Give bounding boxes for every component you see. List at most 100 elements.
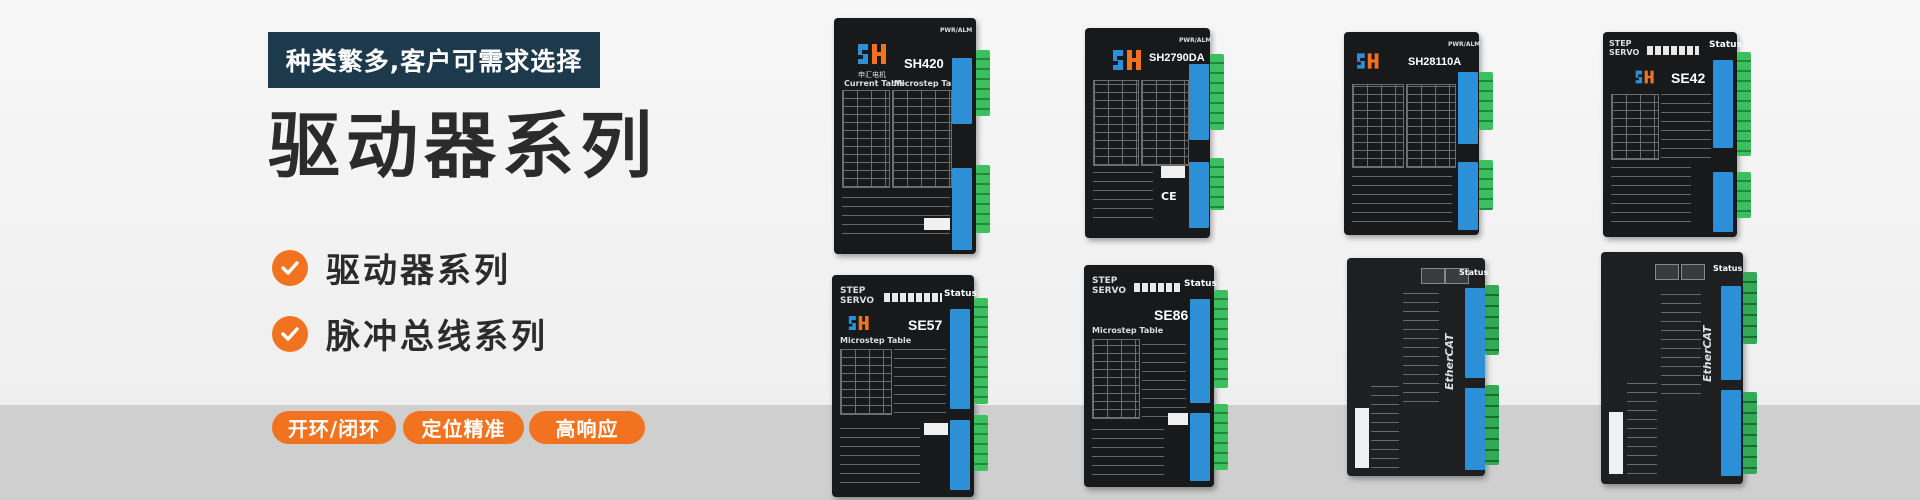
current-table-title: Current Table	[844, 79, 905, 88]
pin-labels	[1190, 299, 1210, 403]
model-name: SE86	[1154, 307, 1189, 323]
feature-pill-high-response: 高响应	[529, 411, 645, 444]
spec-text	[1661, 94, 1711, 158]
feature-pill-precise-positioning: 定位精准	[403, 411, 524, 444]
brand-logo-icon	[1635, 70, 1654, 84]
pin-labels	[1721, 286, 1741, 380]
check-icon	[272, 249, 308, 286]
info-badge	[924, 423, 948, 435]
model-name: SE57	[908, 317, 943, 333]
status-label: Status	[944, 289, 977, 299]
feature-pill-open-closed-loop: 开环/闭环	[272, 411, 396, 444]
step-servo-label: STEP SERVO	[1092, 276, 1127, 296]
spec-text	[1092, 427, 1164, 475]
dip-switch	[1134, 283, 1180, 292]
pwr-label: PWR/ALM	[1448, 41, 1481, 48]
current-table	[842, 90, 890, 188]
spec-text	[1611, 166, 1691, 222]
pin-labels	[1713, 172, 1733, 232]
ce-icon: CE	[1161, 190, 1177, 203]
status-label: Status	[1713, 264, 1743, 273]
feature-item-driver-series: 驱动器系列	[272, 243, 511, 292]
ethernet-port-icon	[1445, 268, 1469, 284]
pin-labels	[952, 58, 972, 124]
pin-labels	[1465, 388, 1485, 470]
product-se57: STEP SERVO Status SE57 Microstep Table	[832, 275, 977, 497]
feature-label: 脉冲总线系列	[326, 317, 548, 357]
dip-switch	[884, 293, 942, 302]
status-label: Status	[1184, 279, 1217, 289]
category-tag: 种类繁多,客户可需求选择	[268, 32, 600, 88]
pwr-label: PWR/ALM	[1179, 37, 1212, 44]
spec-text	[1661, 290, 1701, 394]
spec-text	[1352, 172, 1452, 222]
ethernet-port-icon	[1421, 268, 1445, 284]
current-table	[1352, 84, 1404, 168]
model-name: SH420	[904, 56, 944, 71]
power-terminal	[976, 165, 990, 233]
info-badge	[1355, 408, 1369, 468]
spec-text	[1371, 378, 1399, 468]
pin-labels	[1465, 288, 1485, 378]
power-terminal	[1479, 160, 1493, 210]
pin-labels	[1190, 413, 1210, 481]
pin-labels	[1713, 60, 1733, 148]
signal-terminal	[974, 298, 988, 404]
pin-labels	[950, 420, 970, 490]
model-name: EtherCAT	[1701, 325, 1714, 382]
signal-terminal	[1214, 290, 1228, 388]
pin-labels	[1189, 64, 1209, 140]
pin-labels	[950, 309, 970, 409]
brand-name: 申汇电机	[858, 71, 886, 79]
signal-terminal	[1479, 72, 1493, 130]
power-terminal	[1743, 392, 1757, 474]
ethernet-port-icon	[1655, 264, 1679, 280]
status-label: Status	[1709, 40, 1742, 50]
microstep-table	[1092, 339, 1140, 419]
microstep-table	[892, 90, 952, 188]
power-terminal	[1214, 404, 1228, 470]
power-terminal	[1210, 158, 1224, 210]
product-sh28110a: SH28110A PWR/ALM	[1344, 32, 1481, 235]
microstep-table	[1406, 84, 1456, 168]
microstep-table	[840, 349, 892, 415]
signal-terminal	[976, 50, 990, 116]
spec-text	[1093, 170, 1153, 218]
signal-terminal	[1743, 272, 1757, 344]
status-label: Status	[1459, 268, 1489, 277]
product-ethercat-2: Status EtherCAT	[1601, 252, 1743, 484]
check-icon	[272, 315, 308, 352]
power-terminal	[1485, 385, 1499, 465]
signal-terminal	[1737, 52, 1751, 156]
signal-terminal	[1485, 285, 1499, 355]
microstep-table-title: Microstep Table	[1092, 326, 1164, 335]
info-badge	[924, 218, 950, 230]
spec-text	[1403, 292, 1439, 402]
signal-terminal	[1210, 54, 1224, 130]
pin-labels	[1721, 390, 1741, 476]
spec-text	[894, 349, 946, 413]
product-sh2790da: SH2790DA PWR/ALM CE	[1085, 28, 1212, 238]
brand-logo-icon	[1357, 53, 1379, 69]
page-title: 驱动器系列	[268, 104, 659, 188]
product-sh420: 申汇电机 SH420 PWR/ALM Current Table Microst…	[834, 18, 976, 254]
spec-text	[840, 423, 920, 483]
product-se86: STEP SERVO Status SE86 Microstep Table	[1084, 265, 1217, 487]
pwr-label: PWR/ALM	[940, 27, 973, 34]
microstep-table-title: Microstep Table	[840, 336, 912, 345]
spec-text	[1142, 339, 1186, 417]
power-terminal	[1737, 172, 1751, 218]
pin-labels	[952, 168, 972, 250]
dip-switch	[1647, 46, 1699, 55]
microstep-table	[1141, 80, 1189, 166]
spec-text	[1627, 382, 1657, 474]
product-ethercat-1: Status EtherCAT	[1347, 258, 1489, 476]
step-servo-label: STEP SERVO	[840, 286, 875, 306]
step-servo-label: STEP SERVO	[1609, 39, 1640, 57]
pin-labels	[1189, 162, 1209, 228]
pin-labels	[1458, 72, 1478, 144]
ethernet-port-icon	[1681, 264, 1705, 280]
microstep-table	[1611, 94, 1659, 160]
current-table	[1093, 80, 1139, 166]
brand-logo-icon	[1113, 50, 1141, 70]
